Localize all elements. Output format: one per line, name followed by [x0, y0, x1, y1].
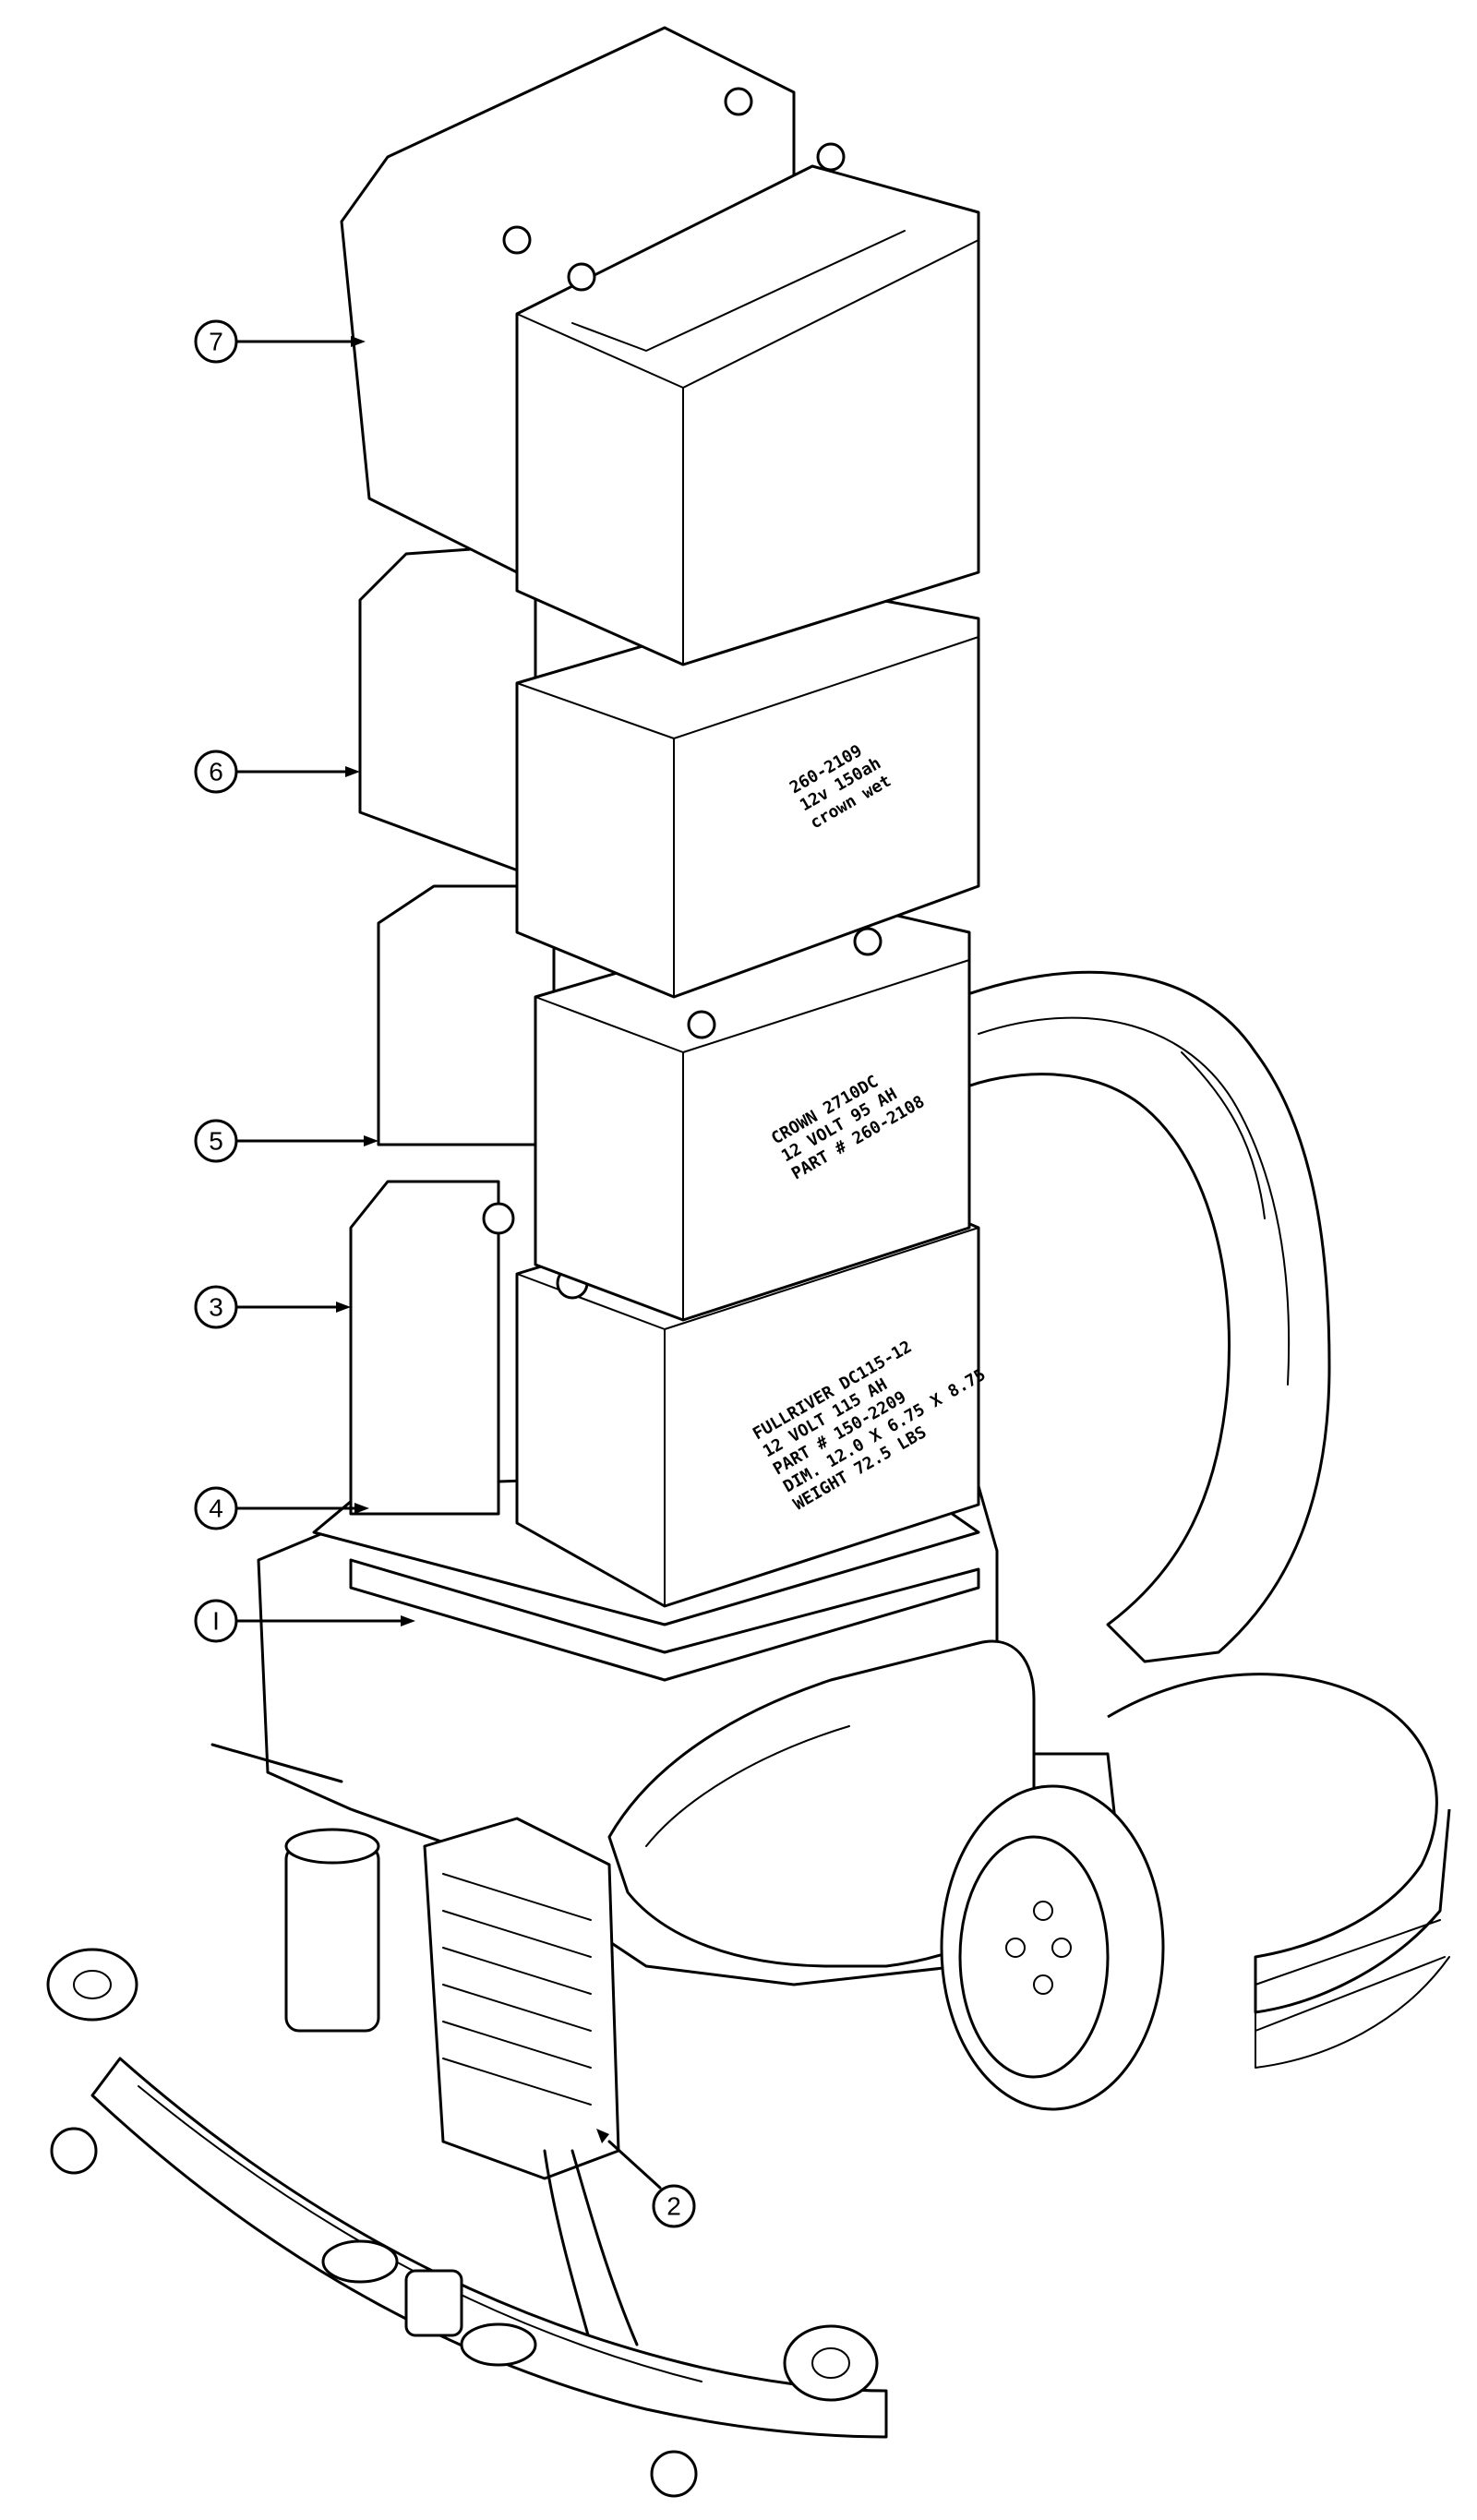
callout-2: 2 — [596, 2129, 696, 2228]
callout-6-label: 6 — [209, 758, 223, 786]
squeegee-assembly — [46, 1948, 888, 2498]
callout-7-label: 7 — [209, 328, 223, 356]
knob-right — [460, 2322, 537, 2367]
callout-2-label: 2 — [666, 2192, 681, 2221]
callout-3: 3 — [194, 1285, 351, 1329]
battery-6 — [358, 543, 980, 999]
callout-7: 7 — [194, 319, 366, 364]
callout-5: 5 — [194, 1119, 378, 1163]
caster-right — [650, 2450, 698, 2498]
caster-left — [50, 2127, 98, 2175]
squeegee-wheel-right — [783, 2324, 879, 2402]
callout-3-label: 3 — [209, 1293, 223, 1322]
battery-7 — [340, 26, 980, 666]
motor — [284, 1828, 380, 2033]
callout-4: 4 — [194, 1486, 369, 1530]
callout-6: 6 — [194, 750, 360, 794]
battery-5 — [377, 884, 971, 1322]
callout-4-label: 4 — [209, 1494, 223, 1523]
brush-bristles — [1255, 1919, 1446, 2032]
battery-6-label: 260-2109 12v 150ah crown wet — [787, 741, 895, 834]
controller-module — [423, 1817, 620, 2180]
callout-5-label: 5 — [209, 1127, 223, 1156]
squeegee-wheel-left — [46, 1948, 138, 2022]
knob-left — [321, 2239, 399, 2284]
callout-1: I — [194, 1599, 415, 1643]
callout-1-label: I — [212, 1607, 220, 1636]
hose-stub — [404, 2269, 463, 2337]
drive-wheel — [940, 1784, 1165, 2111]
